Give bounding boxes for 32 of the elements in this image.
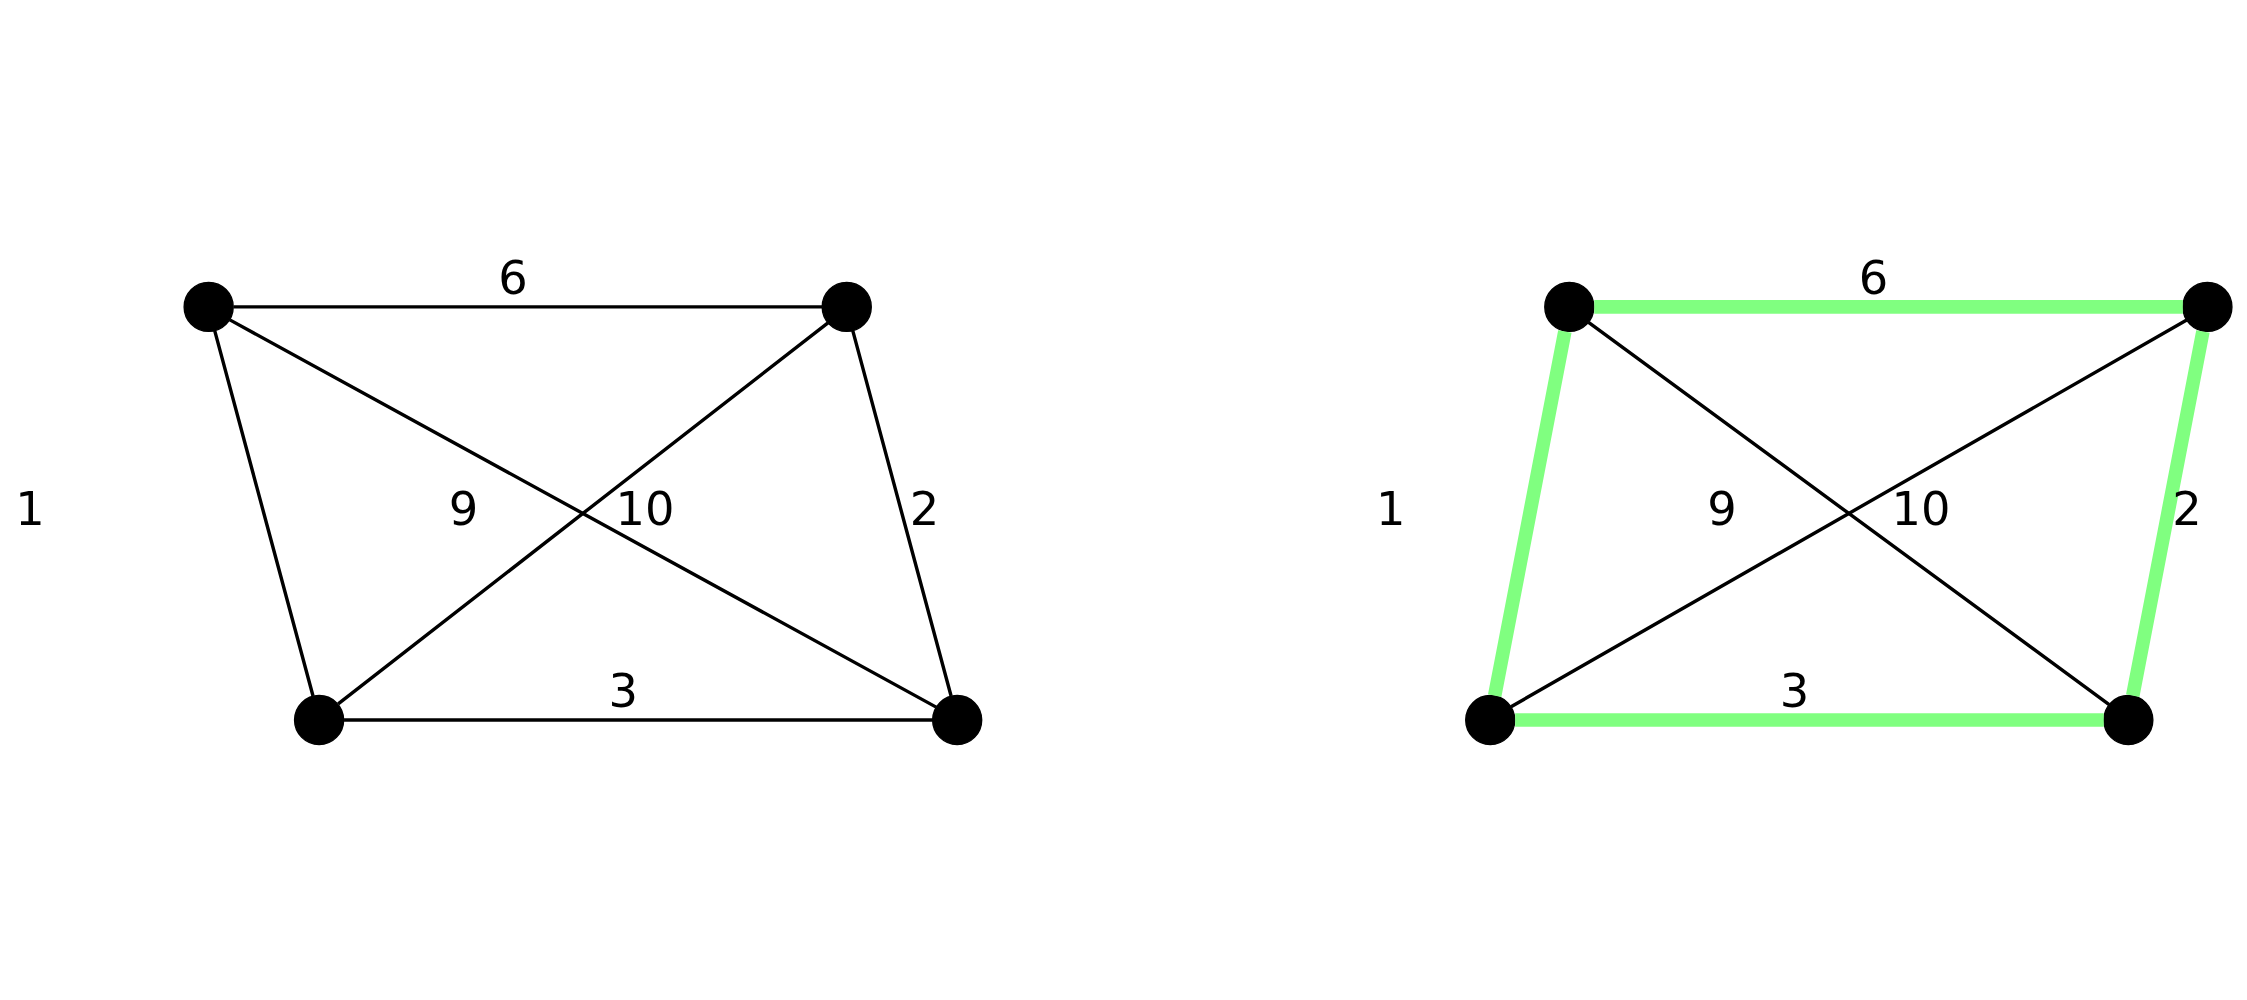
node-circle — [931, 694, 983, 745]
edge-label: 9 — [448, 481, 479, 536]
connector — [213, 329, 315, 696]
edge-label: 10 — [1891, 481, 1951, 536]
edge-label: 6 — [1858, 250, 1889, 305]
edge-label: 1 — [1375, 481, 1406, 536]
connector — [851, 329, 953, 696]
connector — [1510, 318, 2188, 708]
connector — [1488, 329, 1572, 697]
connector — [1594, 299, 2183, 314]
edge-label: 2 — [909, 481, 940, 536]
connector — [233, 304, 823, 309]
connector — [1515, 712, 2104, 727]
connector — [1587, 320, 2111, 706]
edge-label: 9 — [1707, 481, 1737, 536]
node-circle — [821, 281, 872, 332]
node-circle — [1544, 281, 1595, 332]
node-circle — [2103, 694, 2154, 745]
edge-label: 10 — [615, 481, 675, 536]
edge-label: 6 — [498, 250, 528, 305]
node-circle — [1465, 694, 1516, 745]
connector — [2126, 329, 2210, 697]
node-circle — [2182, 281, 2233, 332]
node-circle — [293, 694, 345, 745]
connector — [337, 321, 829, 705]
edge-label: 3 — [1779, 663, 1810, 718]
connector — [229, 317, 937, 709]
edge-label: 3 — [608, 663, 639, 718]
connector — [344, 717, 933, 722]
edge-label: 1 — [15, 481, 45, 536]
edge-label: 2 — [2172, 481, 2202, 536]
node-circle — [183, 281, 234, 332]
